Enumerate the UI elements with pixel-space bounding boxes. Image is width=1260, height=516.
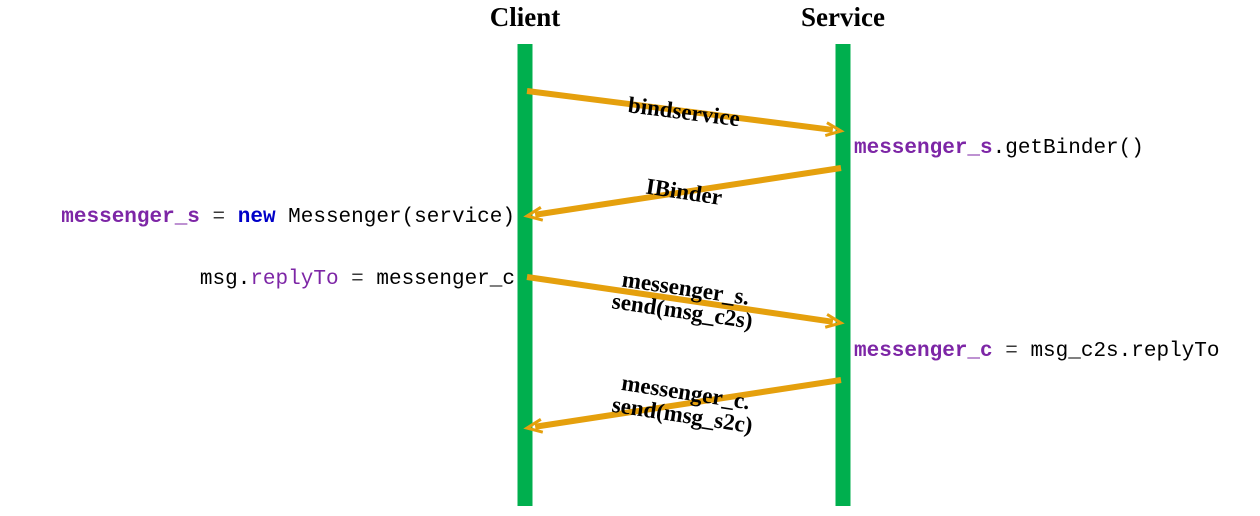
lifeline-bar-client [517,44,533,506]
code-token: = [1005,340,1018,363]
code-token: = [351,268,364,291]
code-token: messenger_s [61,206,200,229]
code-token: Messenger(service) [275,206,515,229]
code-token: .getBinder() [992,137,1144,160]
code-annotation-get-binder: messenger_s.getBinder() [854,137,1144,160]
code-token: messenger_s [854,137,993,160]
code-token [993,340,1006,363]
message-label-ibinder: IBinder [644,173,724,210]
code-annotation-messenger-c-assign: messenger_c = msg_c2s.replyTo [854,340,1219,363]
code-token [200,206,213,229]
code-annotation-new-messenger: messenger_s = new Messenger(service) [61,206,515,229]
code-token: new [237,206,276,229]
message-label-line: IBinder [644,173,724,210]
code-token [225,206,238,229]
lifeline-bar-service [835,44,851,506]
code-token: msg. [199,268,251,291]
code-token: = [212,206,226,229]
code-annotation-msg-replyto: msg.replyTo = messenger_c [200,268,515,291]
code-token: messenger_c [854,340,993,363]
message-label-bindservice: bindservice [626,92,742,132]
code-token [339,268,352,291]
message-label-line: bindservice [626,92,742,132]
lifeline-header-service: Service [801,2,885,32]
message-label-messenger-c-send: messenger_c.send(msg_s2c) [610,370,757,438]
lifeline-header-client: Client [489,2,561,32]
message-label-messenger-s-send: messenger_s.send(msg_c2s) [610,267,757,334]
code-token: messenger_c [363,268,515,291]
code-token: msg_c2s.replyTo [1017,340,1220,363]
code-token: replyTo [250,268,339,291]
